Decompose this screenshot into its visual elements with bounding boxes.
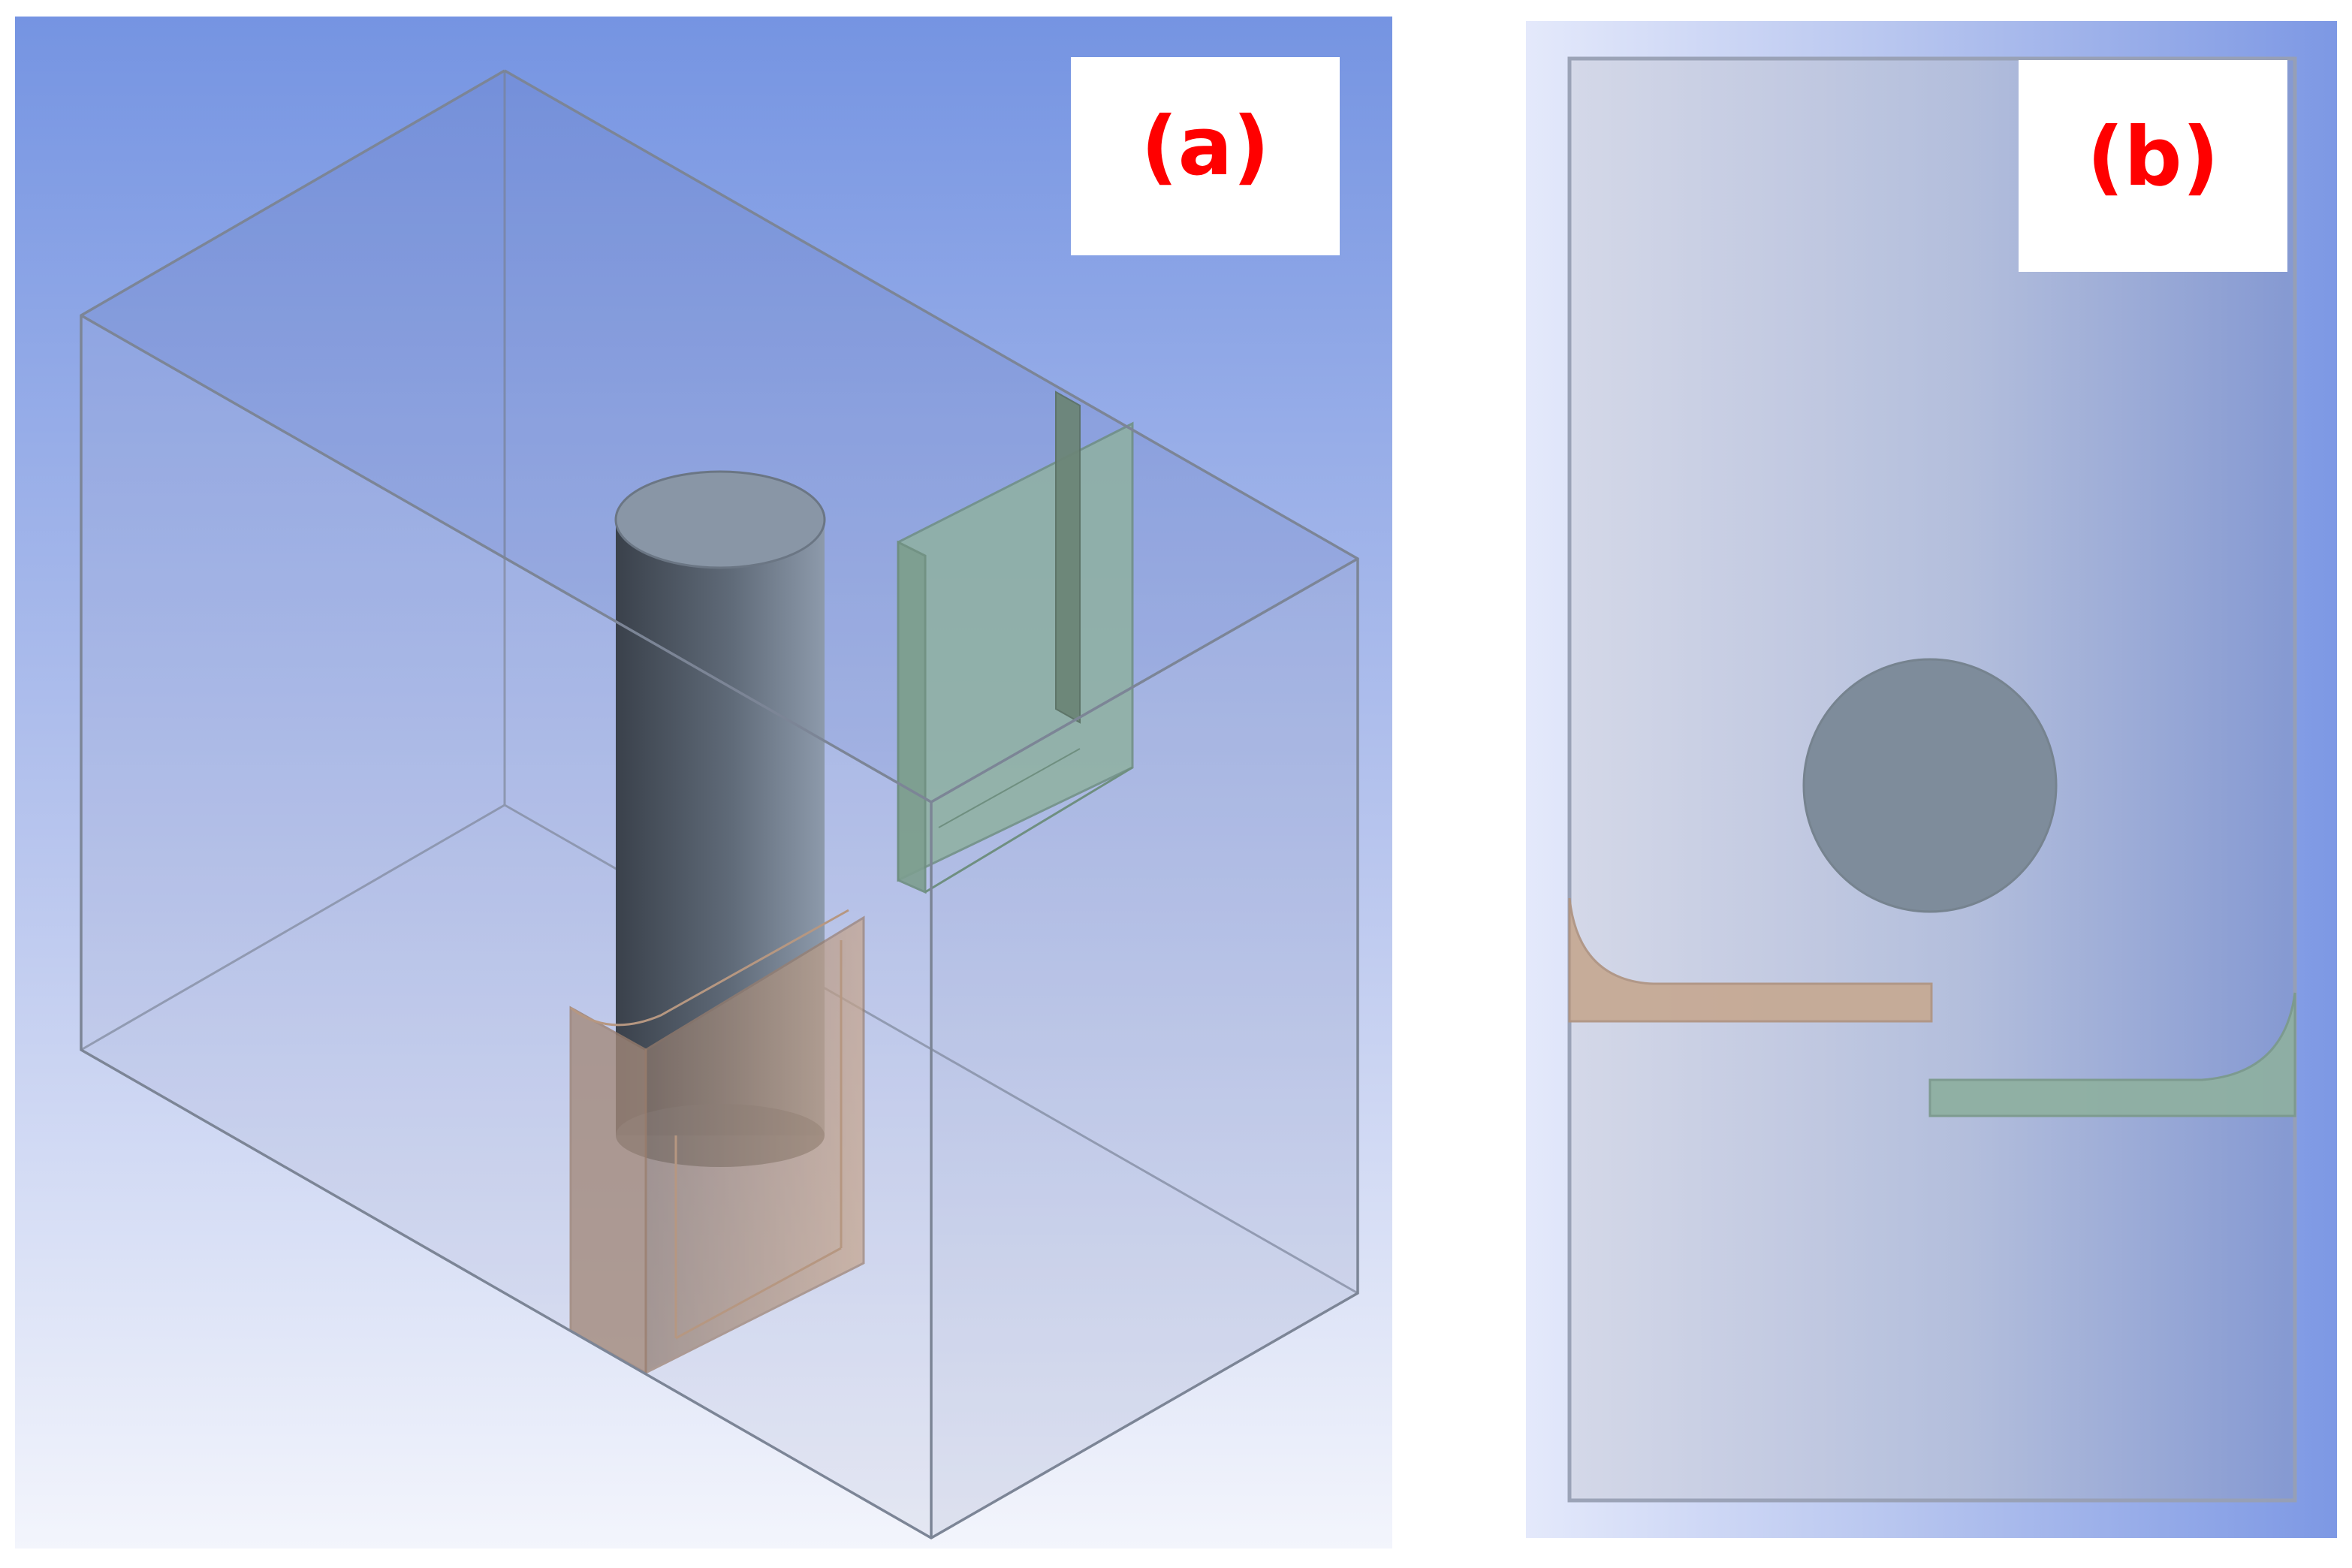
domain-box-front-edges [80,69,1359,1540]
panel-b-label: (b) [2087,110,2219,204]
panel-a-label-box [1071,57,1340,255]
green-baffle [897,390,1134,894]
panel-b-top-view: (b) [1526,21,2337,1538]
panel-a-3d-view: (a) [15,17,1392,1548]
panel-a-label: (a) [1141,100,1270,194]
panel-a-svg: (a) [15,17,1392,1548]
orange-baffle [569,909,865,1375]
panel-b-label-box [2019,60,2287,272]
cylinder-section [1802,658,2058,913]
orange-baffle-profile [1568,897,1933,1023]
panel-b-svg: (b) [1526,21,2337,1538]
green-baffle-profile [1928,992,2296,1117]
